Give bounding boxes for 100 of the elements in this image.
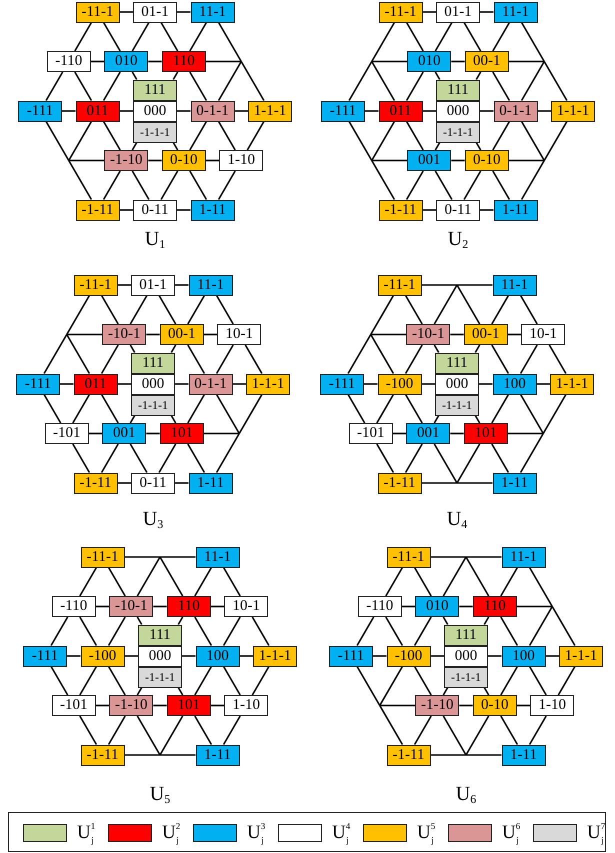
state-box: -111 [16,374,60,394]
connector-line [459,606,473,608]
connector-line [546,655,559,657]
connector-line [175,284,188,286]
state-box: 1-11 [188,472,232,494]
state-box: 111 [131,352,175,374]
connector-line [508,60,544,62]
state-box: 1-11 [494,200,538,220]
state-box: 011 [74,374,118,394]
connector-line [108,716,126,745]
state-box: 11-1 [188,274,232,296]
connector-line [376,444,394,473]
connector-line [372,60,408,62]
connector-line [88,432,102,434]
state-box: 101 [160,423,204,444]
state-box: -111 [320,374,364,394]
connector-line [159,716,184,756]
state-box: 101 [464,423,508,444]
connector-line [451,60,465,62]
connector-line [422,284,457,286]
state-box: 11-1 [492,274,536,296]
connector-line [479,383,492,385]
state-box: 001 [407,150,452,171]
state-box: 111 [133,80,177,100]
connector-line [465,556,490,596]
state-box: 01-1 [131,274,175,296]
connector-line [528,666,547,696]
connector-line [373,655,386,657]
connector-line [370,334,394,374]
connector-line [240,61,265,101]
connector-line [130,344,136,353]
connector-line [50,666,68,696]
connector-line [500,567,518,596]
connector-line [216,295,234,324]
connector-line [544,121,568,161]
connector-line [385,567,404,596]
state-box: 110 [166,596,211,617]
state-box: 10-1 [224,596,268,617]
panel-title: U$_{3}$ [142,508,164,532]
connector-line [96,704,110,706]
connector-line [68,121,92,161]
connector-line [500,666,518,696]
connector-line [102,170,121,200]
connector-line [520,433,544,473]
connector-line [66,334,90,374]
state-box: -11-1 [74,274,118,296]
connector-line [210,606,224,608]
connector-line [66,295,90,335]
state-box: 1-10 [224,695,268,716]
connector-line [434,170,453,200]
connector-line [102,72,121,101]
connector-line [100,344,119,374]
connector-line [528,606,553,646]
connector-line [158,295,176,324]
state-box: 00-1 [464,51,509,72]
connector-line [118,482,131,484]
connector-line [542,394,567,434]
connector-line [74,22,92,52]
state-box: 100 [502,646,546,666]
state-box: -101 [348,423,393,444]
connector-line [488,655,502,657]
connector-line [68,160,104,162]
connector-line [238,394,263,434]
state-box: -11-1 [76,2,120,22]
connector-line [204,432,240,434]
connector-line [216,433,240,473]
connector-line [189,170,208,200]
state-box: -1-11 [386,744,430,766]
connector-line [60,383,74,385]
state-box: 0-10 [162,150,206,171]
connector-line [463,22,482,52]
connector-line [450,432,464,434]
connector-line [74,72,92,101]
connector-line [159,556,184,596]
state-box: -110 [358,596,402,617]
connector-line [160,170,178,200]
connector-line [520,160,545,200]
connector-line [130,444,148,473]
connector-line [422,11,436,13]
state-box: -111 [321,100,365,122]
connector-line [430,754,466,756]
connector-line [136,616,142,625]
connector-line [434,72,440,80]
state-box: -11-1 [378,274,422,296]
connector-line [50,616,68,646]
state-box: 000 [133,100,177,122]
connector-line [516,606,552,608]
connector-line [456,444,480,484]
connector-line [406,170,424,200]
state-box: 1-10 [530,695,574,716]
connector-line [508,334,522,336]
state-box: -100 [378,374,422,394]
connector-line [79,716,98,745]
connector-line [62,110,76,112]
connector-line [538,110,551,112]
connector-line [520,295,538,324]
connector-line [508,432,544,434]
connector-line [187,295,206,324]
connector-line [347,334,372,374]
connector-line [422,110,436,112]
